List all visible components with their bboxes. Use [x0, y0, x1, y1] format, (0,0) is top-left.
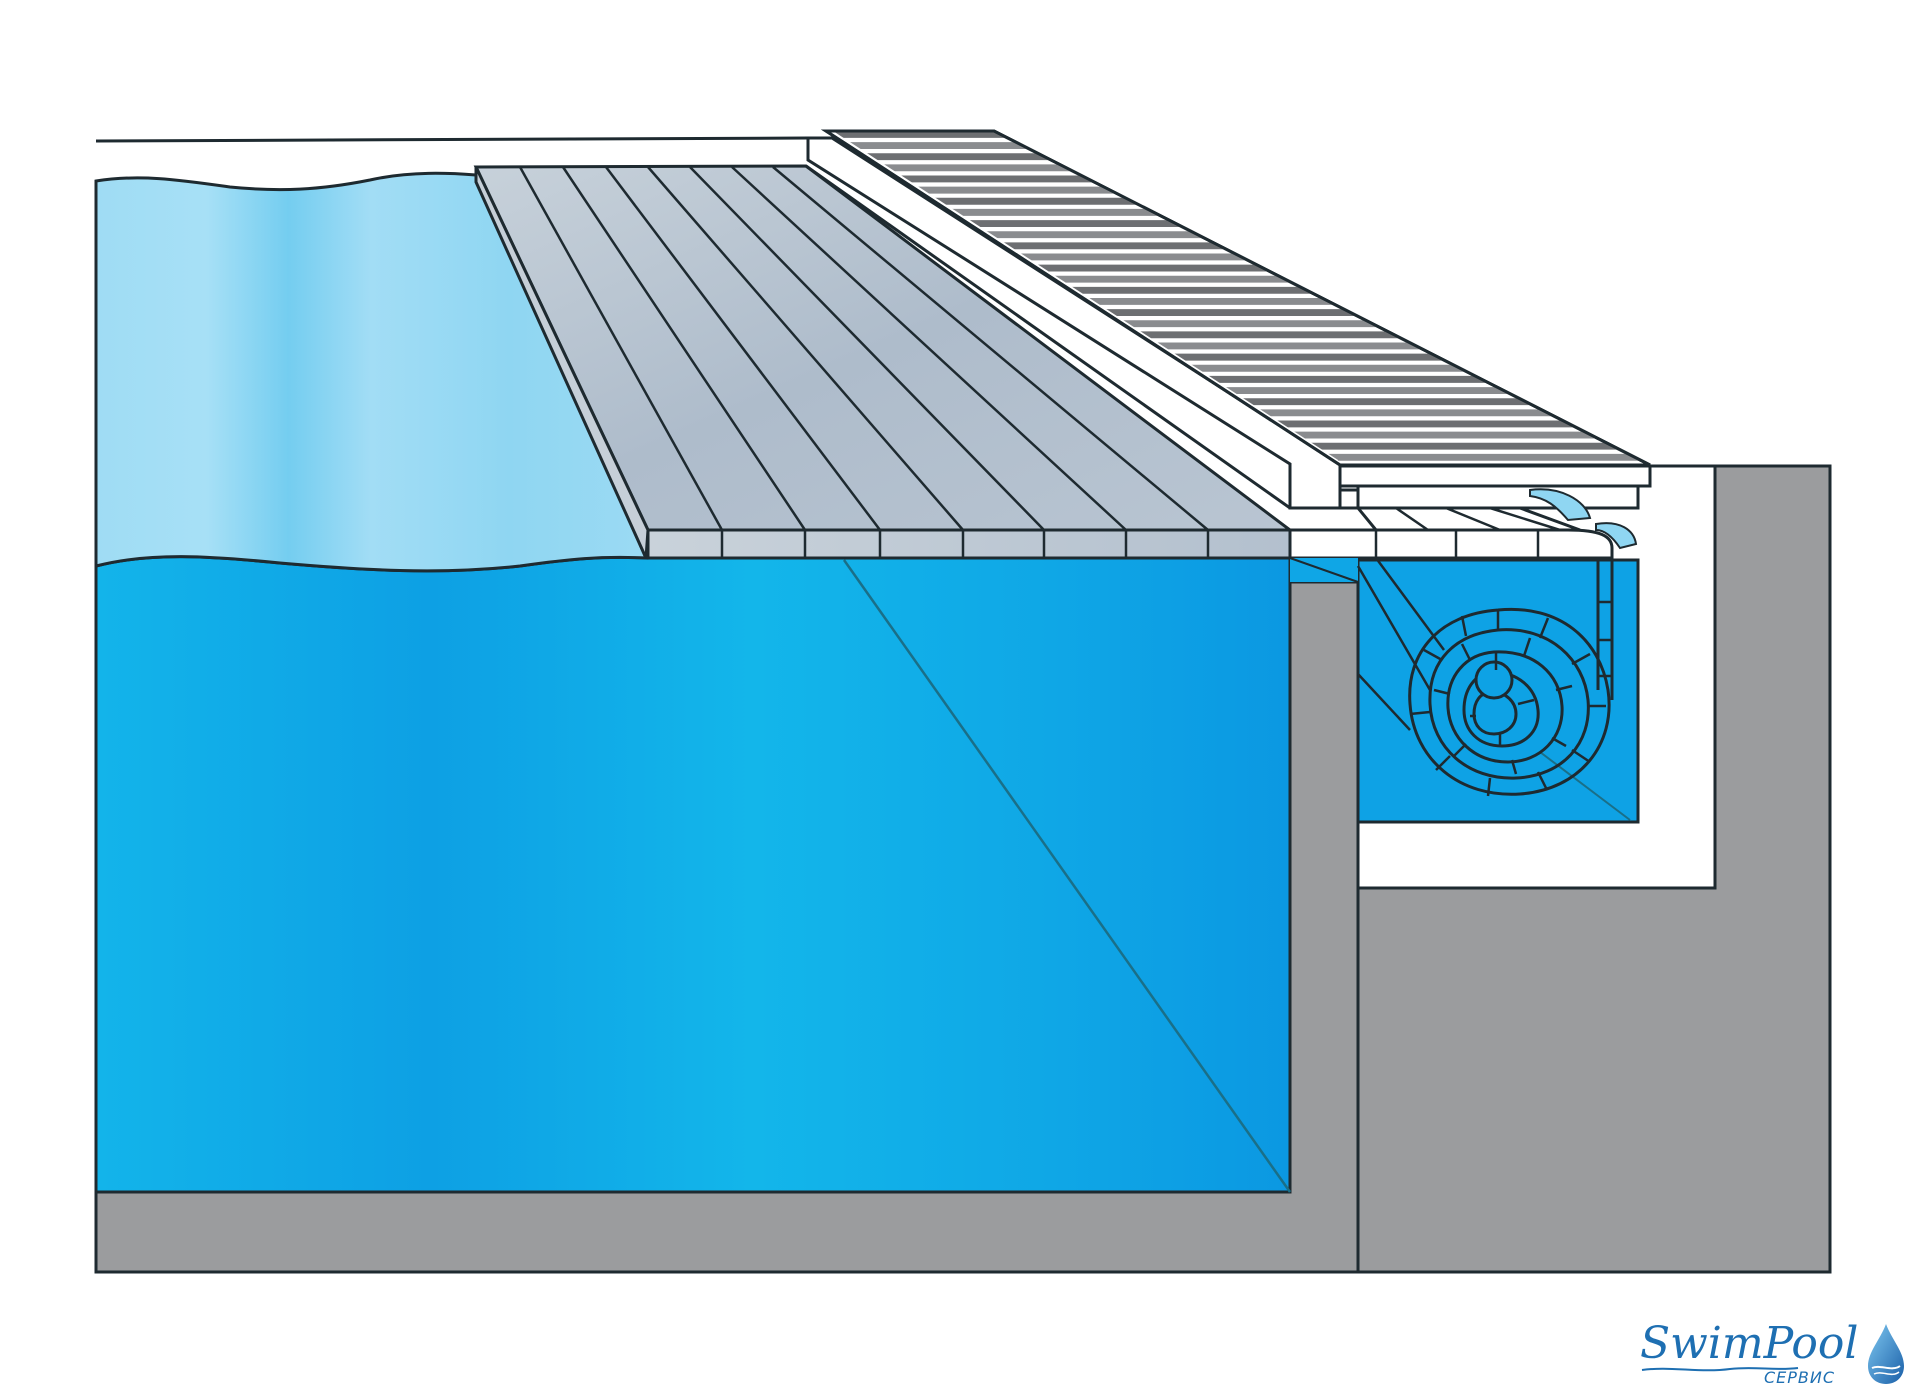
- roller-axle: [1474, 660, 1514, 700]
- grating-bar: [833, 131, 1008, 138]
- logo-brand: SwimPool: [1640, 1318, 1859, 1369]
- grating-bar: [1185, 364, 1467, 372]
- logo-wave-icon: [1641, 1367, 1799, 1372]
- grating-bar: [980, 231, 1205, 239]
- grating-bar: [963, 220, 1183, 227]
- grating-bar: [843, 142, 1030, 150]
- grating-bar: [1134, 331, 1402, 339]
- grating-bar: [1031, 264, 1270, 272]
- grating-bar: [928, 197, 1139, 205]
- grating-bar: [1083, 298, 1336, 305]
- grating-bar: [1117, 320, 1380, 328]
- grating-bar: [894, 175, 1096, 183]
- grating-bar: [1237, 398, 1533, 406]
- swimpool-logo: SwimPool СЕРВИС: [1640, 1318, 1910, 1390]
- grating-bar: [877, 164, 1074, 172]
- grating-bar: [1322, 453, 1642, 461]
- grating-bar: [1254, 409, 1555, 417]
- cover-slats: [473, 164, 1295, 560]
- cover-roll: [1408, 607, 1611, 796]
- water-surface: [94, 171, 649, 573]
- grating-bar: [1271, 420, 1577, 428]
- pool-coping: [95, 136, 809, 143]
- water-body: [94, 555, 1292, 1194]
- grating-bar: [1048, 275, 1292, 283]
- grating-bar: [1288, 431, 1598, 439]
- pool-water: [94, 555, 1292, 1194]
- grating-bar: [1305, 442, 1620, 450]
- grating-bar: [860, 153, 1052, 161]
- logo-subtitle: СЕРВИС: [1764, 1368, 1836, 1387]
- grating-bar: [1220, 387, 1511, 394]
- grating-bar: [1065, 286, 1314, 294]
- grating-bar: [997, 242, 1227, 250]
- grating-bar: [1100, 309, 1358, 317]
- white-slats-entry: [1288, 488, 1638, 560]
- grating-bar: [1151, 342, 1424, 350]
- grating: [820, 129, 1651, 467]
- grating-bar: [1202, 375, 1489, 383]
- roller-pit: [1289, 557, 1640, 824]
- water-drop-icon: [1868, 1324, 1904, 1384]
- grating-bar: [1014, 253, 1249, 261]
- white-coping-step: [805, 136, 1652, 510]
- grating-bars: [833, 131, 1642, 461]
- grating-bar: [1168, 353, 1445, 361]
- grating-bar: [911, 186, 1117, 194]
- grating-bar: [945, 208, 1161, 216]
- water-surface-plane: [94, 171, 649, 573]
